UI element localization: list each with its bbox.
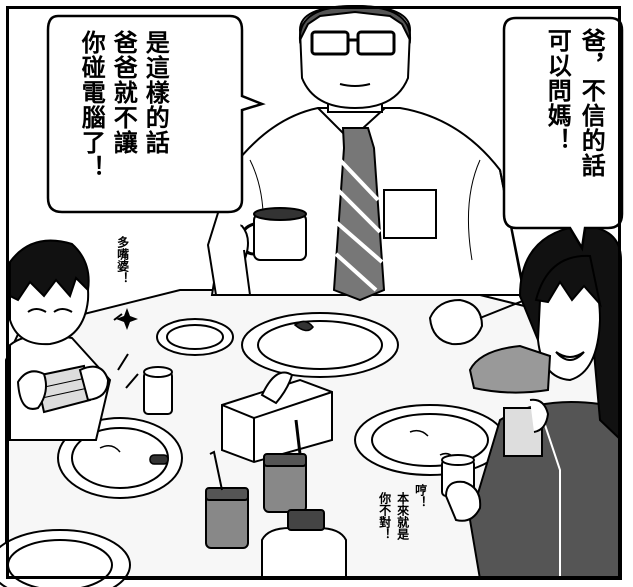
speech-bubble-father-shape — [46, 14, 266, 214]
sparkle-accents — [116, 308, 138, 330]
boy-remark-text: 多嘴婆！ — [115, 236, 130, 284]
tissue-box — [221, 371, 333, 464]
boy-figure — [9, 239, 139, 441]
daughter-speech-line-1: 爸，不信的話 — [577, 28, 606, 178]
father-speech-line-2: 爸爸就不讓 — [109, 30, 138, 155]
mother-remark-line-2: 本來就是 — [395, 492, 410, 540]
milk-bottle — [261, 509, 347, 580]
drinking-glasses — [143, 366, 475, 497]
jam-jars — [205, 419, 307, 549]
father-figure — [206, 4, 527, 346]
mother-remark-line-3: 你不對！ — [377, 492, 392, 540]
mother-remark-line-1: 哼！ — [413, 484, 428, 508]
father-speech-line-3: 你碰電腦了！ — [77, 30, 106, 180]
daughter-figure — [444, 224, 622, 580]
father-speech-line-1: 是這樣的話 — [141, 30, 170, 155]
speech-bubble-daughter-shape — [502, 16, 624, 252]
daughter-speech-line-2: 可以問媽！ — [543, 28, 572, 153]
food-scraps — [99, 320, 455, 465]
